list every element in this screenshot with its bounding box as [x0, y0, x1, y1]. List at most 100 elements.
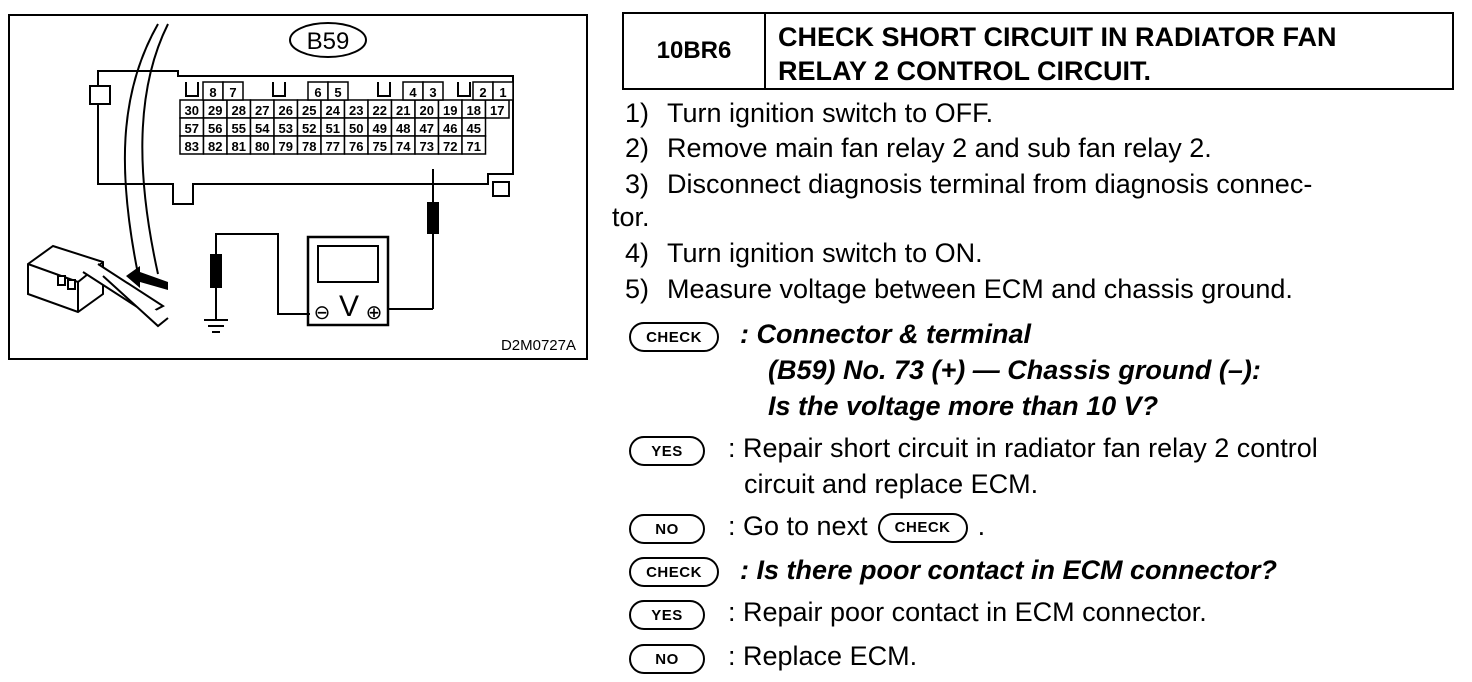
pin-56: 56	[208, 121, 222, 136]
voltmeter-pos-terminal: ⊕	[366, 302, 383, 324]
step-3-continued: tor.	[612, 202, 650, 232]
pin-17: 17	[490, 103, 504, 118]
no-badge-2: NO	[629, 644, 705, 674]
pin-76: 76	[349, 139, 363, 154]
pin-7: 7	[229, 85, 236, 100]
pin-23: 23	[349, 103, 363, 118]
procedure-title: CHECK SHORT CIRCUIT IN RADIATOR FAN RELA…	[766, 14, 1452, 88]
voltmeter-display	[317, 245, 379, 283]
connector-key-notch	[457, 82, 471, 97]
yes-2-text: : Repair poor contact in ECM connector.	[728, 597, 1207, 627]
voltmeter-symbol: V	[339, 290, 359, 323]
pin-52: 52	[302, 121, 316, 136]
connector-key-notch	[377, 82, 391, 97]
check-badge: CHECK	[629, 322, 719, 352]
yes-badge-2: YES	[629, 600, 705, 630]
step-1: 1)Turn ignition switch to OFF.	[625, 98, 994, 128]
pin-55: 55	[232, 121, 246, 136]
pin-28: 28	[232, 103, 246, 118]
pin-5: 5	[334, 85, 341, 100]
check-2-text: : Is there poor contact in ECM connector…	[740, 555, 1278, 585]
yes-badge: YES	[629, 436, 705, 466]
diagram-frame	[8, 14, 588, 360]
pin-1-cell	[492, 81, 514, 101]
pin-72: 72	[443, 139, 457, 154]
pin-47: 47	[420, 121, 434, 136]
pin-48: 48	[396, 121, 410, 136]
no-2-text: : Replace ECM.	[728, 641, 918, 671]
title-line-2: RELAY 2 CONTROL CIRCUIT.	[778, 56, 1152, 86]
pin-21: 21	[396, 103, 410, 118]
connector-label: B59	[307, 28, 350, 55]
harness-line	[123, 23, 159, 275]
pin-82: 82	[208, 139, 222, 154]
connector-key-notch	[185, 82, 199, 97]
yes-1-line-2: circuit and replace ECM.	[744, 469, 1039, 499]
pin-6: 6	[314, 85, 321, 100]
procedure-code: 10BR6	[624, 14, 766, 88]
pin-71-cell	[461, 135, 487, 155]
pin-4: 4	[409, 85, 417, 100]
procedure-header: 10BR6 CHECK SHORT CIRCUIT IN RADIATOR FA…	[622, 12, 1454, 90]
positive-probe	[427, 202, 439, 234]
pin-53: 53	[279, 121, 293, 136]
pin-29: 29	[208, 103, 222, 118]
yes-1-line-1: : Repair short circuit in radiator fan r…	[728, 433, 1318, 463]
pin-1: 1	[499, 85, 506, 100]
pin-45: 45	[467, 121, 481, 136]
pin-75: 75	[373, 139, 387, 154]
connector-body	[97, 70, 514, 205]
pin-74: 74	[396, 139, 411, 154]
pin-26: 26	[279, 103, 293, 118]
pin-3-cell	[422, 81, 444, 101]
arrow-icon	[126, 266, 168, 290]
pin-73: 73	[420, 139, 434, 154]
pin-25: 25	[302, 103, 316, 118]
ground-symbol	[204, 319, 228, 333]
pin-81: 81	[232, 139, 246, 154]
pin-24: 24	[326, 103, 341, 118]
pin-79: 79	[279, 139, 293, 154]
negative-probe	[210, 254, 222, 288]
pin-77: 77	[326, 139, 340, 154]
pin-27: 27	[255, 103, 269, 118]
pin-18: 18	[467, 103, 481, 118]
pin-46: 46	[443, 121, 457, 136]
pin-30: 30	[185, 103, 199, 118]
pin-78: 78	[302, 139, 316, 154]
inline-check-badge: CHECK	[877, 512, 968, 543]
no-badge: NO	[629, 514, 705, 544]
title-line-1: CHECK SHORT CIRCUIT IN RADIATOR FAN	[778, 22, 1337, 52]
step-5: 5)Measure voltage between ECM and chassi…	[625, 274, 1293, 304]
connector-view-icon	[27, 244, 169, 328]
pin-80: 80	[255, 139, 269, 154]
step-4: 4)Turn ignition switch to ON.	[625, 238, 983, 268]
check-1-line-1: : Connector & terminal	[740, 319, 1032, 349]
figure-id: D2M0727A	[501, 337, 576, 354]
pin-3: 3	[429, 85, 436, 100]
pin-54: 54	[255, 121, 270, 136]
pin-8: 8	[209, 85, 216, 100]
pin-2: 2	[479, 85, 486, 100]
check-1-line-3: Is the voltage more than 10 V?	[768, 391, 1159, 421]
check-badge-2: CHECK	[629, 557, 719, 587]
pin-19: 19	[443, 103, 457, 118]
pin-5-cell	[327, 81, 349, 101]
check-1-line-2: (B59) No. 73 (+) — Chassis ground (–):	[768, 355, 1261, 385]
connector-key-notch	[272, 82, 286, 97]
voltmeter-neg-terminal: ⊖	[314, 302, 331, 324]
pin-7-cell	[222, 81, 244, 101]
step-3: 3)Disconnect diagnosis terminal from dia…	[625, 169, 1313, 199]
pin-49: 49	[373, 121, 387, 136]
pin-71: 71	[467, 139, 481, 154]
pin-51: 51	[326, 121, 340, 136]
pin-83: 83	[185, 139, 199, 154]
pin-50: 50	[349, 121, 363, 136]
pin-22: 22	[373, 103, 387, 118]
pin-20: 20	[420, 103, 434, 118]
pin-57: 57	[185, 121, 199, 136]
